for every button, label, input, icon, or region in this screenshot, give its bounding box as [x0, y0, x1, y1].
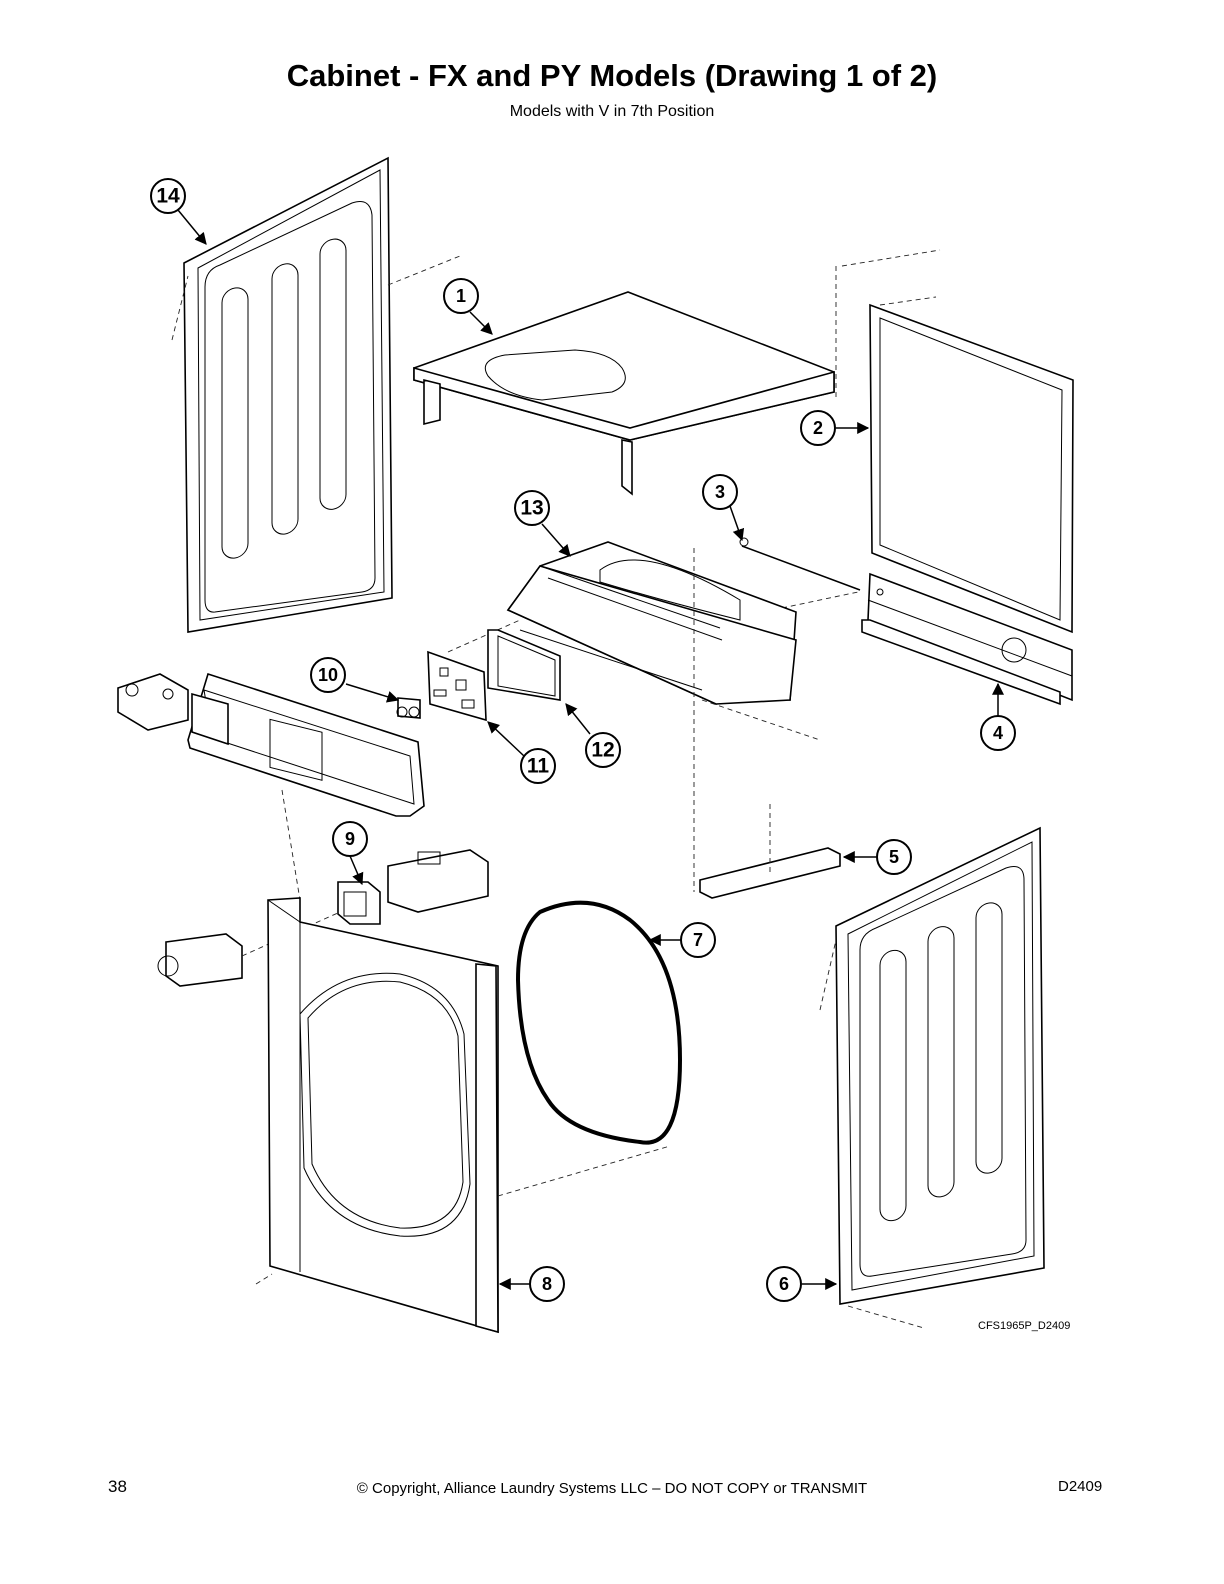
callout-13: 13	[514, 490, 550, 526]
callout-2: 2	[800, 410, 836, 446]
rear-frame-panel	[869, 296, 1074, 634]
callout-6: 6	[766, 1266, 802, 1302]
document-code: D2409	[1058, 1478, 1103, 1495]
page-title: Cabinet - FX and PY Models (Drawing 1 of…	[286, 58, 938, 93]
callout-5: 5	[876, 839, 912, 875]
latch-assembly	[157, 849, 489, 987]
svg-text:12: 12	[591, 739, 614, 762]
page-subtitle: Models with V in 7th Position	[509, 103, 715, 120]
svg-text:7: 7	[693, 930, 703, 950]
top-panel	[413, 249, 941, 496]
small-connector	[396, 697, 421, 719]
svg-text:13: 13	[520, 497, 543, 520]
svg-text:6: 6	[779, 1274, 789, 1294]
svg-text:9: 9	[345, 829, 355, 849]
leader-lines	[177, 209, 1004, 1290]
right-side-panel	[819, 826, 1045, 1329]
svg-text:5: 5	[889, 847, 899, 867]
control-board	[427, 650, 487, 722]
lower-rear-bracket	[861, 572, 1073, 706]
callout-11: 11	[520, 748, 556, 784]
svg-text:2: 2	[813, 418, 823, 438]
callout-10: 10	[310, 657, 346, 693]
callout-8: 8	[529, 1266, 565, 1302]
callout-9: 9	[332, 821, 368, 857]
page-number: 38	[108, 1477, 127, 1496]
callout-14: 14	[150, 178, 186, 214]
control-bracket-assembly	[447, 541, 821, 892]
callout-1: 1	[443, 278, 479, 314]
drawing-code: CFS1965P_D2409	[978, 1320, 1071, 1332]
copyright-notice: © Copyright, Alliance Laundry Systems LL…	[356, 1480, 868, 1497]
svg-text:11: 11	[527, 755, 550, 778]
callout-3: 3	[702, 474, 738, 510]
svg-text:10: 10	[318, 665, 338, 685]
callout-12: 12	[585, 732, 621, 768]
left-side-panel	[171, 156, 461, 633]
callout-7: 7	[680, 922, 716, 958]
svg-text:3: 3	[715, 482, 725, 502]
callout-4: 4	[980, 715, 1016, 751]
control-console	[117, 672, 425, 901]
svg-text:14: 14	[156, 185, 180, 208]
svg-text:4: 4	[993, 723, 1003, 743]
front-panel	[255, 897, 671, 1334]
svg-text:1: 1	[456, 286, 466, 306]
svg-text:8: 8	[542, 1274, 552, 1294]
door-gasket	[515, 900, 683, 1145]
base-bar	[699, 804, 841, 899]
control-board-bracket	[487, 629, 561, 701]
